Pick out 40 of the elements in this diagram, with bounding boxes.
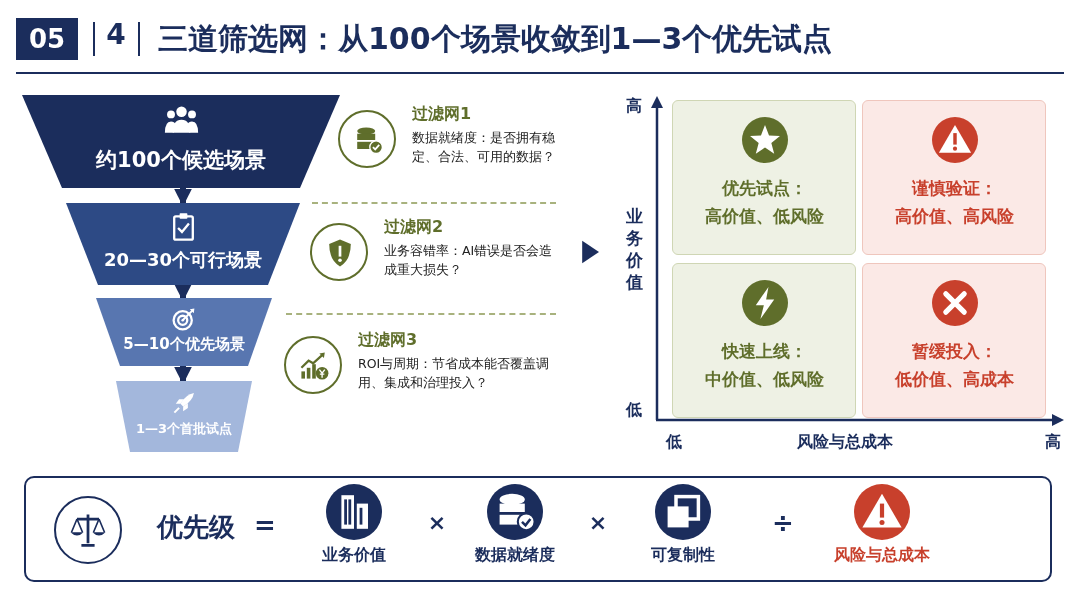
axis-title: 业务价值 bbox=[624, 205, 644, 293]
term-label: 数据就绪度 bbox=[475, 545, 555, 566]
axis-tick-label: 高 bbox=[626, 96, 642, 117]
divide-sign: ÷ bbox=[772, 508, 794, 538]
filter-title: 过滤网3 bbox=[358, 330, 418, 351]
quadrant-card bbox=[862, 100, 1046, 255]
slide-title: 三道筛选网：从100个场景收敛到1—3个优先试点 bbox=[158, 20, 833, 58]
filter-title: 过滤网1 bbox=[412, 104, 472, 125]
term-label: 业务价值 bbox=[322, 545, 386, 566]
quadrant-label: 暂缓投入： bbox=[910, 340, 998, 363]
quadrant-card bbox=[672, 263, 856, 418]
filter-description: 业务容错率：AI错误是否会造成重大损失？ bbox=[384, 242, 554, 279]
axis-tick-label: 低 bbox=[626, 400, 642, 421]
quadrant-label: 低价值、高成本 bbox=[893, 368, 1015, 391]
equals-sign: = bbox=[254, 510, 276, 540]
quadrant-label: 高价值、高风险 bbox=[893, 205, 1015, 228]
quadrant-label: 谨慎验证： bbox=[910, 177, 998, 200]
filter-description: ROI与周期：节省成本能否覆盖调用、集成和治理投入？ bbox=[358, 355, 551, 392]
filter-description: 数据就绪度：是否拥有稳定、合法、可用的数据？ bbox=[412, 129, 556, 166]
quadrant-label: 高价值、低风险 bbox=[703, 205, 825, 228]
slide-number: 4 bbox=[106, 18, 126, 51]
quadrant-label: 优先试点： bbox=[720, 177, 808, 200]
quadrant-label: 快速上线： bbox=[720, 340, 808, 363]
term-label: 风险与总成本 bbox=[834, 545, 930, 566]
quadrant-card bbox=[862, 263, 1046, 418]
axis-tick-label: 高 bbox=[1045, 432, 1061, 453]
quadrant-card bbox=[672, 100, 856, 255]
stage-label: 20—30个可行场景 bbox=[102, 248, 264, 273]
section-number: 05 bbox=[16, 18, 78, 60]
stage-label: 约100个候选场景 bbox=[95, 147, 267, 175]
axis-tick-label: 低 bbox=[666, 432, 682, 453]
multiply-sign: × bbox=[427, 510, 447, 535]
axis-title: 风险与总成本 bbox=[797, 432, 893, 453]
stage-label: 5—10个优先场景 bbox=[122, 335, 246, 355]
quadrant-label: 中价值、低风险 bbox=[703, 368, 825, 391]
formula-label: 优先级 bbox=[157, 511, 235, 544]
stage-label: 1—3个首批试点 bbox=[134, 420, 234, 439]
term-label: 可复制性 bbox=[651, 545, 715, 566]
multiply-sign: × bbox=[588, 510, 608, 535]
filter-title: 过滤网2 bbox=[384, 217, 444, 238]
